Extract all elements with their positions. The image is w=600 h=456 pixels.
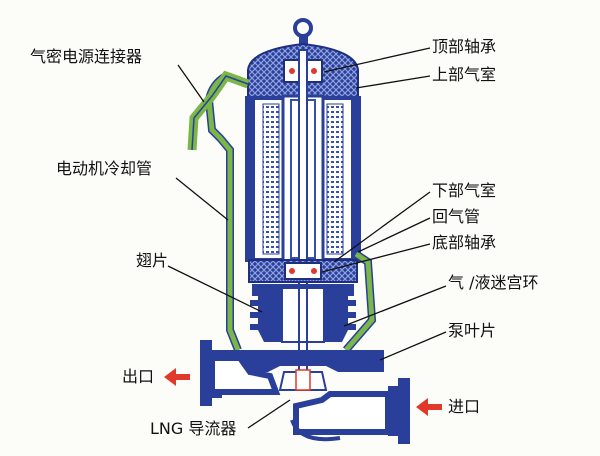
inlet-arrow-icon bbox=[416, 398, 442, 416]
label-outlet: 出口 bbox=[122, 368, 154, 386]
label-inlet: 进口 bbox=[448, 398, 480, 416]
label-lower-air-chamber: 下部气室 bbox=[432, 182, 496, 200]
label-return-gas-pipe: 回气管 bbox=[432, 208, 480, 226]
stator-winding-left bbox=[263, 104, 279, 254]
label-bottom-bearing: 底部轴承 bbox=[432, 234, 496, 252]
label-upper-air-chamber: 上部气室 bbox=[432, 66, 496, 84]
outlet-arrow-icon bbox=[164, 368, 190, 386]
label-lng-diverter: LNG 导流器 bbox=[150, 420, 236, 438]
label-top-bearing: 顶部轴承 bbox=[432, 38, 496, 56]
bottom-bearing-plate bbox=[249, 260, 357, 282]
label-motor-cooling-pipe: 电动机冷却管 bbox=[56, 160, 152, 178]
stator-winding-right bbox=[327, 104, 343, 254]
label-connector: 气密电源连接器 bbox=[30, 48, 142, 66]
motor-cooling-pipe bbox=[209, 76, 238, 350]
label-labyrinth-ring: 气 /液迷宫环 bbox=[448, 274, 538, 292]
label-fins: 翅片 bbox=[136, 252, 168, 270]
label-impeller: 泵叶片 bbox=[448, 322, 496, 340]
fin-section bbox=[250, 284, 356, 342]
